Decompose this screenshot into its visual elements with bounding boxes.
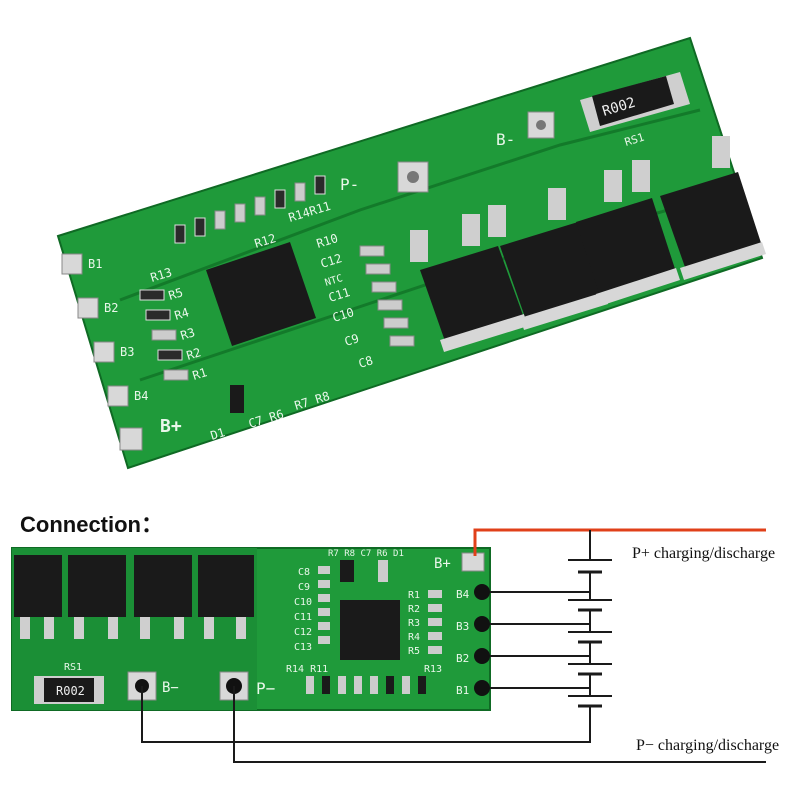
- battery-cell-3: [568, 592, 612, 624]
- top-pad-Bplus: B+: [119, 416, 182, 451]
- svg-text:R4: R4: [408, 632, 420, 643]
- svg-text:NTC: NTC: [324, 273, 344, 289]
- svg-text:R5: R5: [167, 285, 185, 303]
- svg-text:R3: R3: [179, 325, 197, 343]
- svg-text:B2: B2: [104, 301, 118, 315]
- svg-text:B3: B3: [120, 345, 134, 359]
- bottom-pad-Bplus: B+: [434, 552, 485, 572]
- svg-text:R7 R8 C7 R6 D1: R7 R8 C7 R6 D1: [328, 549, 404, 559]
- svg-text:C8: C8: [357, 353, 375, 371]
- svg-text:B-: B-: [496, 130, 515, 149]
- bottom-pad-B1: B1: [456, 680, 490, 697]
- battery-cell-2: [568, 624, 612, 656]
- top-pad-B4: B4: [107, 385, 148, 407]
- battery-cell-4: [568, 559, 612, 592]
- top-mosfet-4: [632, 136, 766, 280]
- connection-heading: Connection：: [20, 512, 163, 537]
- top-smd-right-column: [359, 245, 415, 347]
- top-diode: [230, 385, 244, 413]
- svg-text:B2: B2: [456, 652, 469, 665]
- svg-text:C11: C11: [294, 612, 312, 623]
- svg-text:D1: D1: [209, 425, 227, 443]
- svg-text:RS1: RS1: [64, 662, 82, 673]
- top-shunt-resistor: R002 RS1: [580, 72, 690, 149]
- svg-text:C9: C9: [298, 582, 310, 593]
- svg-text:R14 R11: R14 R11: [286, 664, 328, 675]
- svg-text:C8: C8: [298, 567, 310, 578]
- svg-text:R3: R3: [408, 618, 420, 629]
- svg-text:R10: R10: [315, 231, 340, 251]
- svg-text:C12: C12: [294, 627, 312, 638]
- svg-text:R1: R1: [408, 590, 420, 601]
- p-plus-label: P+ charging/discharge: [632, 545, 775, 562]
- battery-cell-1: [568, 656, 612, 688]
- bottom-ic-chip: [340, 600, 400, 660]
- svg-text:B1: B1: [88, 257, 102, 271]
- svg-text:R4: R4: [173, 305, 191, 323]
- top-mosfet-2: [488, 205, 608, 330]
- top-pcb: B1 B2 B3 B4 B+: [56, 36, 766, 470]
- top-ic-chip: [206, 242, 316, 346]
- svg-text:C10: C10: [331, 305, 356, 325]
- wire-Bminus: [141, 686, 591, 743]
- bottom-mosfet-4: [198, 555, 254, 639]
- svg-text:B4: B4: [134, 389, 148, 403]
- svg-text:R13: R13: [149, 265, 174, 285]
- bottom-pad-B2: B2: [456, 648, 490, 665]
- svg-text:R002: R002: [56, 684, 85, 698]
- wire-Pminus: [233, 686, 766, 763]
- top-pad-B3: B3: [93, 341, 134, 363]
- bottom-shunt-resistor: R002 RS1: [34, 662, 104, 704]
- top-pad-Pminus: P-: [340, 161, 429, 194]
- top-smd-left-column: [139, 289, 189, 381]
- svg-text:C10: C10: [294, 597, 312, 608]
- top-smd-row: [174, 175, 326, 244]
- svg-text:RS1: RS1: [623, 131, 646, 149]
- bottom-mosfet-1: [14, 555, 62, 639]
- bottom-pad-B4: B4: [456, 584, 490, 601]
- svg-text:B+: B+: [160, 416, 182, 437]
- svg-text:B4: B4: [456, 588, 470, 601]
- bottom-mosfet-3: [134, 555, 192, 639]
- svg-text:R2: R2: [408, 604, 420, 615]
- svg-text:C9: C9: [343, 331, 361, 349]
- svg-text:P−: P−: [256, 679, 275, 698]
- top-pad-B1: B1: [61, 253, 102, 275]
- bottom-mosfet-2: [68, 555, 126, 639]
- top-pad-Bminus: B-: [496, 111, 555, 149]
- svg-text:R2: R2: [185, 345, 203, 363]
- svg-text:R12: R12: [253, 231, 278, 251]
- svg-text:B3: B3: [456, 620, 469, 633]
- svg-text:B−: B−: [162, 680, 179, 696]
- top-mosfet-3: [548, 170, 680, 306]
- svg-text:B+: B+: [434, 556, 451, 572]
- p-plus-wire: [473, 528, 766, 556]
- wiring: [141, 528, 766, 763]
- svg-text:C11: C11: [327, 285, 352, 305]
- bottom-pad-B3: B3: [456, 616, 490, 633]
- svg-text:P-: P-: [340, 175, 359, 194]
- svg-text:R13: R13: [424, 664, 442, 675]
- svg-text:C12: C12: [319, 251, 344, 271]
- top-mosfet-1: [410, 214, 528, 352]
- svg-text:R1: R1: [191, 365, 209, 383]
- svg-text:R5: R5: [408, 646, 420, 657]
- svg-text:B1: B1: [456, 684, 469, 697]
- battery-stack: [568, 559, 612, 710]
- top-pad-B2: B2: [77, 297, 118, 319]
- top-pcb-trace: [119, 108, 701, 302]
- svg-text:C13: C13: [294, 642, 312, 653]
- bottom-pcb: R002 RS1 B− P−: [11, 547, 491, 711]
- bottom-smd-columns: [318, 560, 442, 654]
- battery-cell-0: [568, 688, 612, 710]
- p-minus-label: P− charging/discharge: [636, 737, 779, 754]
- bottom-smd-row: [306, 676, 426, 694]
